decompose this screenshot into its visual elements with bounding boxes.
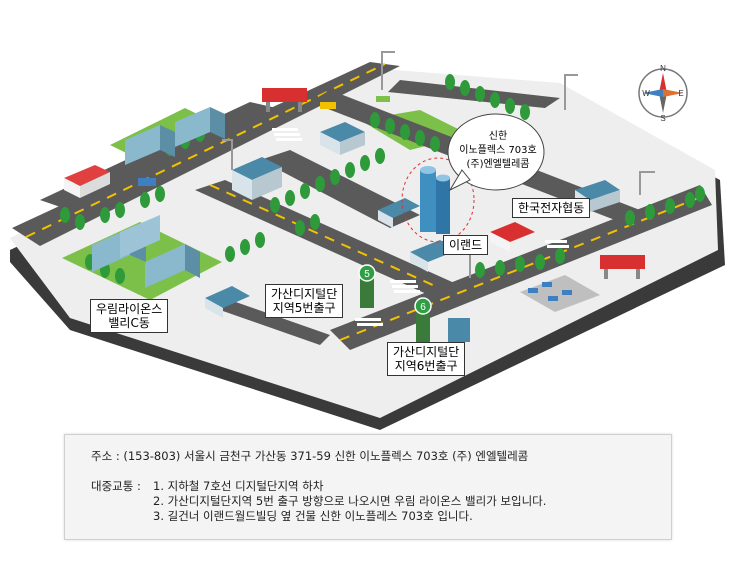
transport-step-3: 3. 길건너 이랜드월드빌딩 옆 건물 신한 이노플레스 703호 입니다. [153, 509, 473, 523]
subway-exit-5-marker [358, 264, 376, 308]
compass-rose [638, 68, 688, 118]
shinhan-line-3: (주)엔엘텔레콤 [466, 159, 530, 170]
compass-n: N [660, 64, 666, 73]
label-exit-6-line-1: 가산디지털단 [393, 345, 460, 359]
apartment-block [92, 215, 200, 288]
exit-6-badge: 6 [420, 302, 426, 313]
label-exit-5-line-2: 지역5번출구 [272, 301, 336, 315]
label-irand-text: 이랜드 [449, 238, 483, 252]
speech-bubble-tail [448, 169, 471, 192]
vehicle [138, 178, 156, 186]
shinhan-line-1: 신한 [488, 131, 508, 142]
road-main [260, 150, 420, 228]
road-lane-line [339, 194, 707, 341]
shop-building [64, 122, 620, 318]
label-exit-6: 가산디지털단 지역6번출구 [387, 342, 466, 376]
label-exit-6-line-2: 지역6번출구 [394, 359, 458, 373]
parking-lot [520, 275, 600, 312]
label-woorim-line-2: 밸리C동 [108, 316, 150, 330]
vehicle [320, 102, 336, 109]
road-main [12, 62, 400, 246]
compass-e: E [678, 89, 683, 98]
station-building [448, 318, 470, 342]
speech-bubble [447, 113, 545, 191]
directions-panel: 주소 : (153-803) 서울시 금천구 가산동 371-59 신한 이노플… [64, 434, 672, 540]
label-exit-5-line-1: 가산디지털단 [271, 287, 338, 301]
road-lane-line [25, 63, 386, 238]
compass-s: S [660, 114, 665, 123]
address-text: 주소 : (153-803) 서울시 금천구 가산동 371-59 신한 이노플… [91, 449, 529, 463]
gas-station [262, 88, 645, 279]
road-lane-line [209, 184, 456, 296]
compass-w: W [642, 89, 650, 98]
district-map: 5 6 N S W E [10, 51, 725, 430]
apartment-block [125, 107, 225, 165]
transport-step-2: 2. 가산디지털단지역 5번 출구 방향으로 나오시면 우림 라이온스 밸리가 … [153, 494, 547, 508]
subway-exit-6-marker [414, 297, 432, 342]
label-irand: 이랜드 [443, 235, 489, 255]
label-exit-5: 가산디지털단 지역5번출구 [265, 284, 344, 318]
label-woorim: 우림라이온스 밸리C동 [90, 299, 169, 333]
highlight-circle [401, 157, 475, 243]
label-woorim-line-1: 우림라이온스 [96, 302, 163, 316]
shinhan-bubble-text: 신한 이노플렉스 703호 (주)엔엘텔레콤 [455, 130, 541, 172]
transport-step-1: 1. 지하철 7호선 디지털단지역 하차 [153, 479, 324, 493]
road-main [220, 300, 330, 345]
transport-label: 대중교통 : [91, 479, 141, 493]
street-lamp [222, 51, 655, 278]
crosswalk [272, 128, 569, 326]
vehicle [376, 96, 390, 102]
label-korea-assoc: 한국전자협동 [512, 198, 591, 218]
shinhan-line-2: 이노플렉스 703호 [459, 145, 537, 156]
road-main [388, 80, 560, 108]
label-korea-assoc-text: 한국전자협동 [518, 201, 585, 215]
shinhan-innoplex-tower [420, 166, 450, 234]
exit-5-badge: 5 [364, 269, 370, 280]
